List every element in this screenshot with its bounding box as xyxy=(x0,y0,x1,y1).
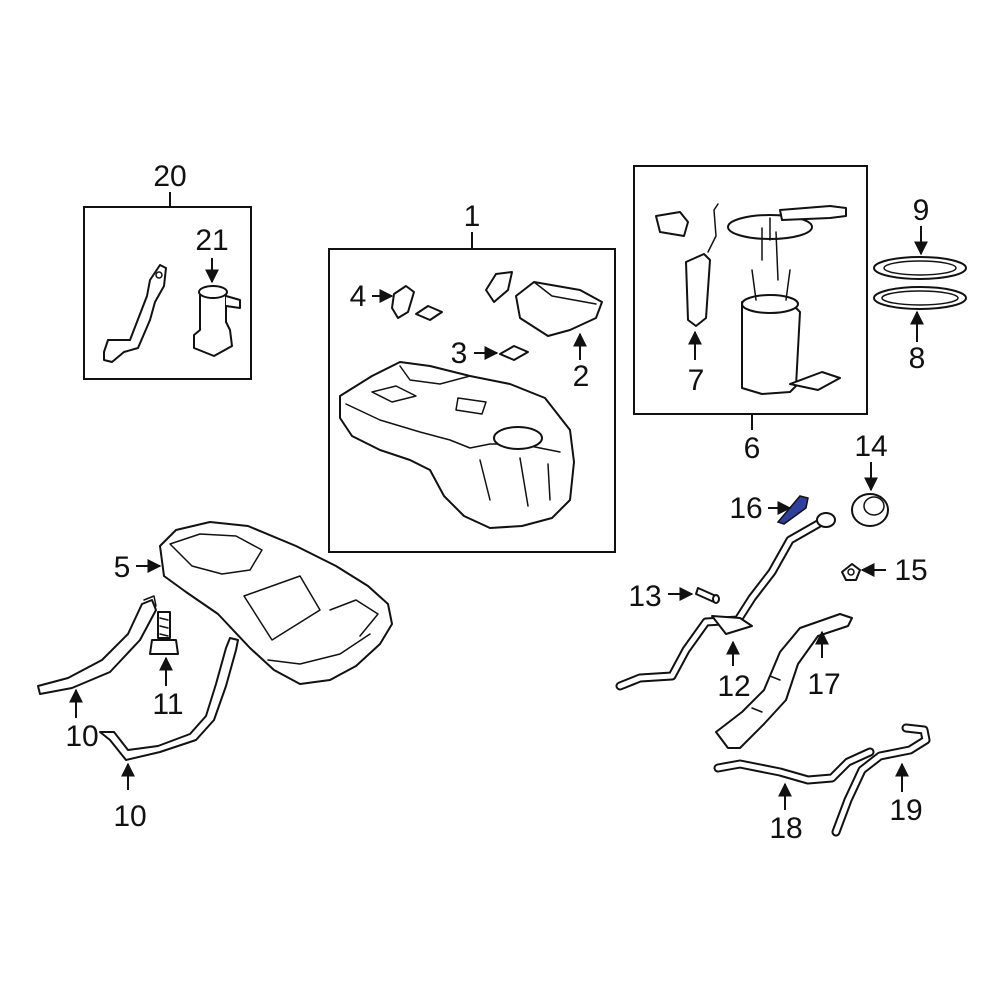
callout-16: 16 xyxy=(729,492,762,525)
part-17-bracket xyxy=(715,613,853,749)
part-5-tank-shield xyxy=(159,521,393,685)
part-1-fuel-tank xyxy=(339,361,575,529)
part-11-bolt xyxy=(149,611,179,655)
callout-3: 3 xyxy=(451,337,468,370)
callout-15: 15 xyxy=(894,554,927,587)
callout-19: 19 xyxy=(889,794,922,827)
callout-20: 20 xyxy=(153,160,186,193)
part-21-fitting xyxy=(193,285,241,357)
callout-2: 2 xyxy=(573,360,590,393)
part-2-shield xyxy=(485,271,603,337)
callout-10a: 10 xyxy=(65,720,98,753)
callout-8: 8 xyxy=(909,342,926,375)
part-15-screw xyxy=(841,563,861,581)
group-1: 1 4 2 3 xyxy=(328,200,616,553)
callout-21: 21 xyxy=(195,224,228,257)
group-6: 6 7 xyxy=(633,165,868,465)
callout-12: 12 xyxy=(717,670,750,703)
part-10-strap-right xyxy=(99,637,239,761)
part-10-strap-left xyxy=(37,595,157,695)
callout-9: 9 xyxy=(913,194,930,227)
part-13-clip xyxy=(695,587,720,604)
part-3-pad xyxy=(499,345,529,361)
callout-5: 5 xyxy=(114,551,131,584)
callout-4: 4 xyxy=(350,280,367,313)
part-8-seal xyxy=(873,286,967,310)
callout-14: 14 xyxy=(854,430,887,463)
part-20-bracket xyxy=(103,264,167,363)
callout-18: 18 xyxy=(769,812,802,845)
callout-13: 13 xyxy=(628,580,661,613)
callout-1: 1 xyxy=(464,200,481,233)
callout-11: 11 xyxy=(152,688,183,721)
part-7-sensor xyxy=(655,203,719,327)
group-6-box xyxy=(633,165,868,415)
part-9-lock-ring xyxy=(873,256,967,280)
callout-10b: 10 xyxy=(113,800,146,833)
part-19-hose xyxy=(831,723,931,837)
callout-6: 6 xyxy=(744,432,761,465)
part-18-hose xyxy=(713,747,875,785)
part-16-highlighted xyxy=(776,495,809,525)
part-6-pump-module xyxy=(727,205,847,395)
part-14-grommet xyxy=(851,493,889,527)
part-4-pad xyxy=(391,285,443,321)
part-12-filler-pipe xyxy=(615,512,836,691)
group-20-box xyxy=(83,206,252,380)
callout-7: 7 xyxy=(688,364,705,397)
group-20: 20 21 xyxy=(83,160,252,380)
callout-17: 17 xyxy=(807,668,840,701)
